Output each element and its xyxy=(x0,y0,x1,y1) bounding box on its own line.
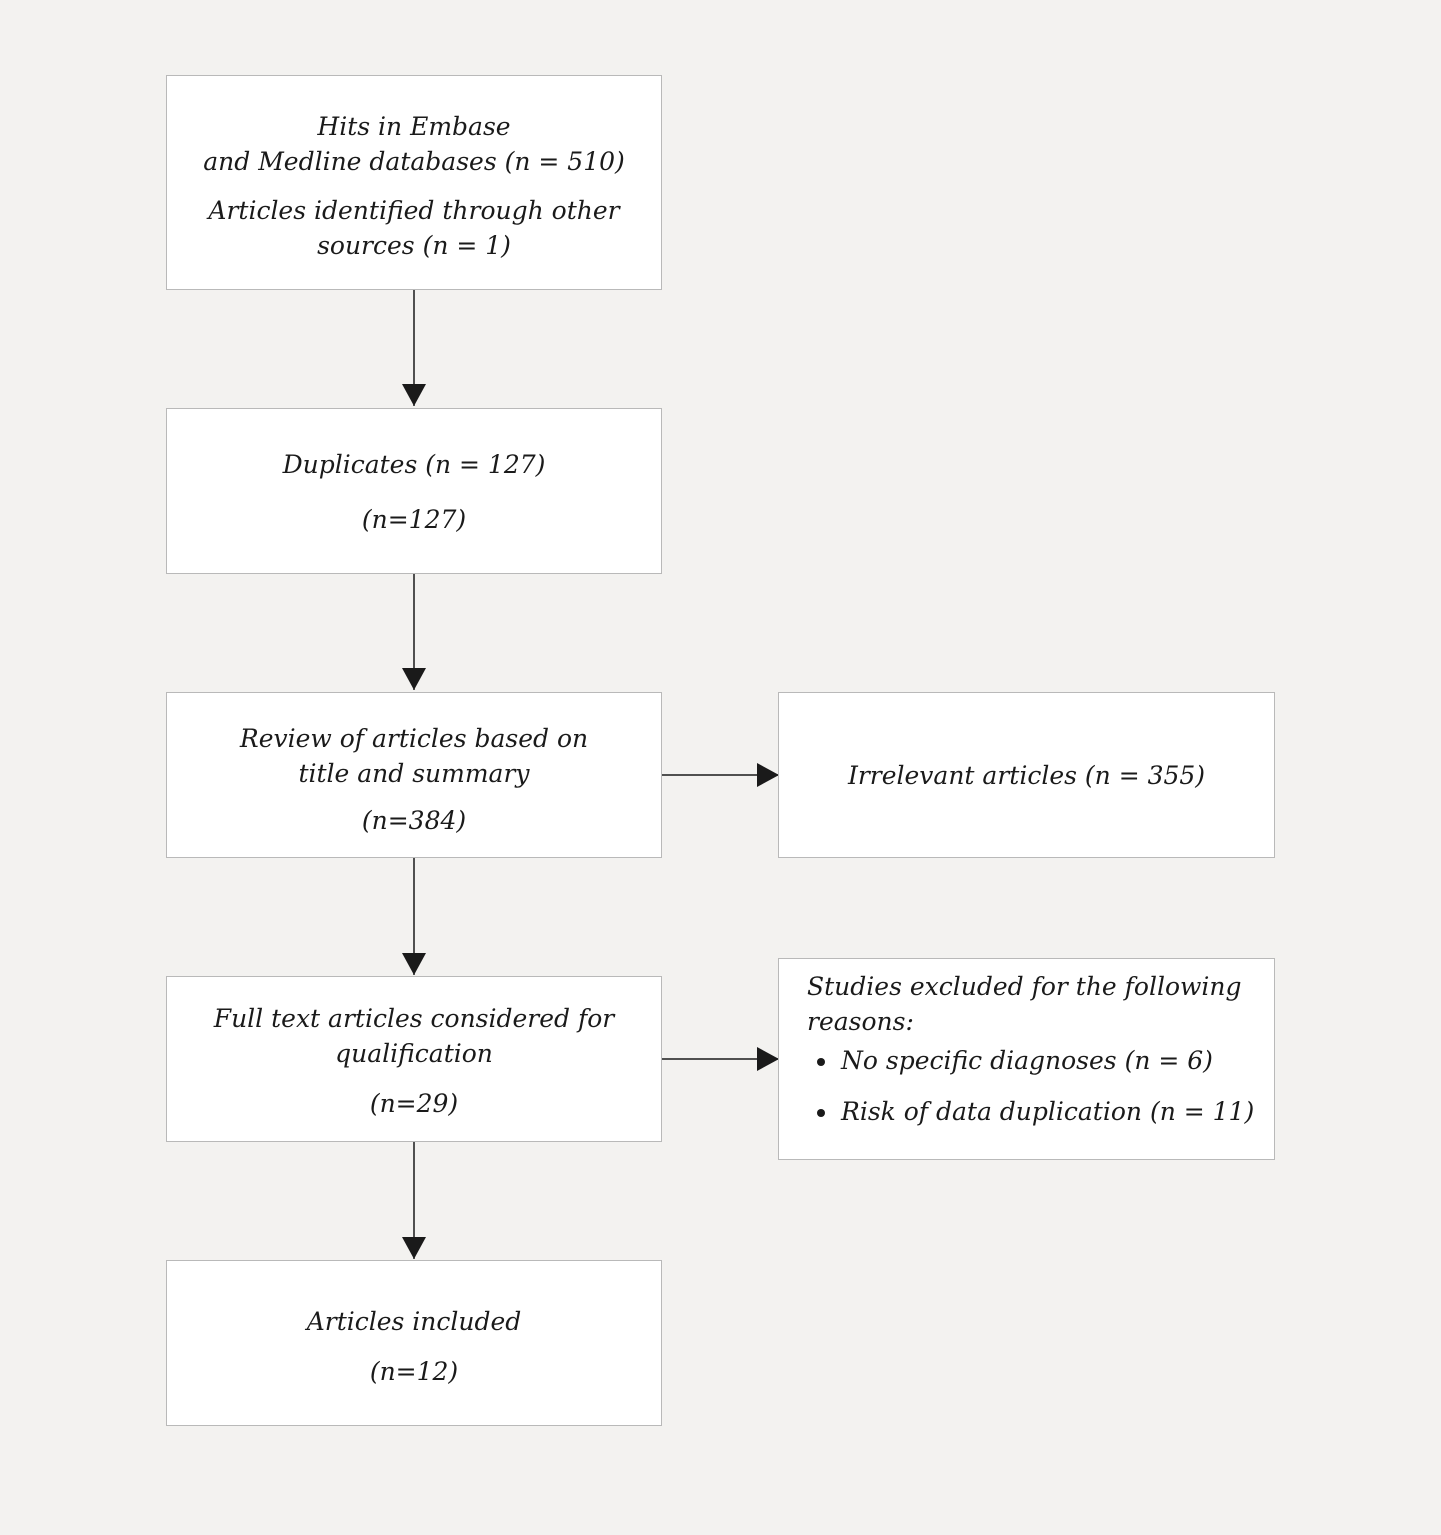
excluded-reason-item: Risk of data duplication (n = 11) xyxy=(815,1094,1274,1129)
fulltext-line-3: (n=29) xyxy=(369,1089,459,1118)
fulltext-line-2: qualification xyxy=(335,1039,493,1068)
identification-line-4: sources (n = 1) xyxy=(317,231,511,260)
included-box: Articles included (n=12) xyxy=(166,1260,662,1426)
identification-line-3: Articles identified through other xyxy=(208,196,620,225)
excluded-line-1: Studies excluded for the following xyxy=(807,972,1242,1001)
review-line-3: (n=384) xyxy=(361,806,467,835)
duplicates-line-1: Duplicates (n = 127) xyxy=(282,450,546,479)
duplicates-line-2: (n=127) xyxy=(361,505,467,534)
fulltext-box: Full text articles considered for qualif… xyxy=(166,976,662,1142)
excluded-box: Studies excluded for the following reaso… xyxy=(778,958,1275,1160)
review-line-1: Review of articles based on xyxy=(239,724,589,753)
irrelevant-line-1: Irrelevant articles (n = 355) xyxy=(847,761,1206,790)
excluded-reasons-list: No specific diagnoses (n = 6) Risk of da… xyxy=(807,1043,1274,1129)
review-line-2: title and summary xyxy=(298,759,530,788)
identification-line-1: Hits in Embase xyxy=(317,112,511,141)
excluded-line-2: reasons: xyxy=(807,1007,914,1036)
identification-line-2: and Medline databases (n = 510) xyxy=(203,147,625,176)
irrelevant-box: Irrelevant articles (n = 355) xyxy=(778,692,1275,858)
included-line-2: (n=12) xyxy=(369,1357,459,1386)
excluded-reason-item: No specific diagnoses (n = 6) xyxy=(815,1043,1274,1078)
review-box: Review of articles based on title and su… xyxy=(166,692,662,858)
fulltext-line-1: Full text articles considered for xyxy=(213,1004,615,1033)
included-line-1: Articles included xyxy=(306,1307,522,1336)
identification-box: Hits in Embase and Medline databases (n … xyxy=(166,75,662,290)
duplicates-box: Duplicates (n = 127) (n=127) xyxy=(166,408,662,574)
